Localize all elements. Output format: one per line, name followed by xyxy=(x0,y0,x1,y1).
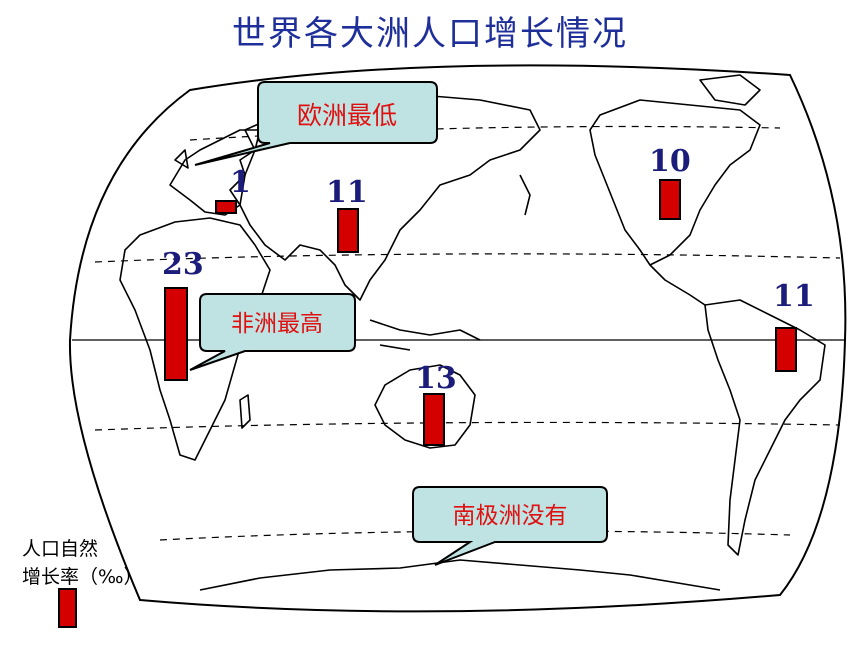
british-isles xyxy=(174,149,189,169)
callout-africa-text: 非洲最高 xyxy=(231,311,323,337)
callout-africa: 非洲最高 xyxy=(189,293,356,371)
japan xyxy=(519,174,531,216)
value-label-africa: 23 xyxy=(162,247,204,282)
legend-title: 人口自然 增长率（‰） xyxy=(22,535,172,591)
bar-oceania xyxy=(423,393,445,446)
antarctica-outline xyxy=(199,559,721,591)
tropic-south xyxy=(94,421,841,431)
legend-swatch xyxy=(58,588,77,628)
north-america-outline xyxy=(589,99,761,266)
bar-north-america xyxy=(659,179,681,220)
legend-line-2: 增长率（‰） xyxy=(22,566,143,588)
callout-antarctica: 南极洲没有 xyxy=(412,486,608,566)
value-label-south-america: 11 xyxy=(773,279,815,314)
continents xyxy=(119,74,826,591)
asia-outline xyxy=(239,94,541,301)
value-label-north-america: 10 xyxy=(649,144,691,179)
value-label-asia: 11 xyxy=(326,175,368,210)
bar-asia xyxy=(337,208,359,253)
indonesia xyxy=(369,319,481,351)
callout-europe: 欧洲最低 xyxy=(194,81,438,166)
callout-antarctica-text: 南极洲没有 xyxy=(453,503,568,529)
value-label-oceania: 13 xyxy=(415,361,457,396)
map-frame xyxy=(68,64,847,613)
value-label-europe: 1 xyxy=(230,165,251,200)
tropic-north xyxy=(94,253,841,263)
europe-outline xyxy=(169,129,261,216)
australia-outline xyxy=(374,364,476,449)
bar-europe xyxy=(215,200,237,214)
legend-line-1: 人口自然 xyxy=(22,538,99,560)
greenland xyxy=(699,74,761,106)
map-title: 世界各大洲人口增长情况 xyxy=(232,14,628,54)
bar-south-america xyxy=(775,327,797,372)
callout-europe-text: 欧洲最低 xyxy=(297,101,397,130)
africa-outline xyxy=(119,217,271,461)
madagascar xyxy=(239,394,251,429)
bar-africa xyxy=(164,287,188,381)
central-america xyxy=(649,264,706,306)
south-america-outline xyxy=(704,299,826,556)
